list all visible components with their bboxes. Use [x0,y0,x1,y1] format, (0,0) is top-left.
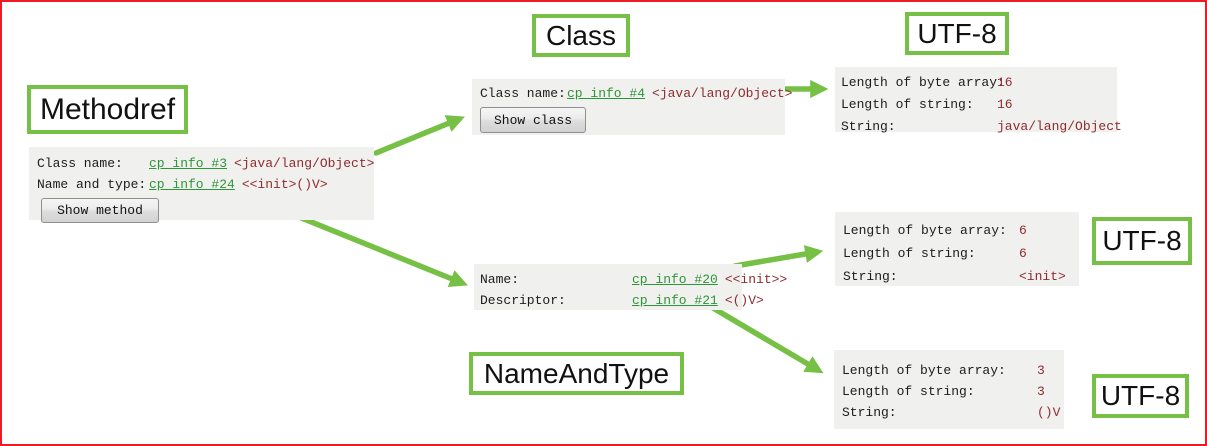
field-value: 6 [1019,223,1027,238]
string-row: String: <init> [843,265,1071,288]
string-length-row: Length of string: 16 [841,94,1109,116]
arrow-methodref-to-class [373,115,465,156]
field-value: 16 [997,97,1013,112]
cp-info-link-4[interactable]: cp_info #4 [567,86,646,101]
byte-array-length-row: Length of byte array:16 [841,72,1109,94]
methodref-name-and-type-row: Name and type:cp_info #24 <<init>()V> [37,174,366,195]
byte-array-length-row: Length of byte array: 3 [842,360,1056,381]
field-label: String: [842,405,897,420]
field-value: <init> [1019,269,1066,284]
string-length-row: Length of string: 3 [842,381,1056,402]
field-label: String: [841,119,896,134]
field-label: Length of byte array: [841,75,1005,90]
field-label: Length of string: [843,246,976,261]
utf8-mid-panel: Length of byte array: 6 Length of string:… [835,212,1079,286]
label-utf8-mid: UTF-8 [1092,217,1192,265]
field-label: Class name: [480,86,566,101]
utf8-top-panel: Length of byte array:16 Length of string… [835,67,1122,134]
field-value: 6 [1019,246,1027,261]
label-nameandtype: NameAndType [469,352,684,395]
field-value: <<init>> [724,272,788,287]
field-label: Name and type: [37,177,147,192]
field-label: Length of byte array: [843,223,1007,238]
label-utf8-top: UTF-8 [905,12,1009,55]
field-label: String: [843,269,898,284]
field-value: java/lang/Object [997,119,1122,134]
field-value: <<init>()V> [241,177,328,192]
field-value: 3 [1037,384,1045,399]
string-length-row: Length of string: 6 [843,242,1071,265]
name-row: Name: cp_info #20 <<init>> [480,269,787,290]
methodref-panel: Class name:cp_info #3<java/lang/Object> … [29,147,374,223]
field-value: <java/lang/Object> [652,86,793,101]
label-utf8-bottom: UTF-8 [1092,374,1189,418]
methodref-class-name-row: Class name: cp_info #3 <java/lang/Object> [37,153,374,174]
show-class-button[interactable]: Show class [480,107,586,133]
label-methodref: Methodref [27,85,188,134]
field-value: <java/lang/Object> [234,156,375,171]
field-value: ()V [1037,405,1061,420]
arrow-name-to-utf8-mid [732,245,824,269]
class-panel: Class name:cp_info #4<java/lang/Object> … [472,79,792,135]
field-label: Descriptor: [480,293,566,308]
cp-info-link-21[interactable]: cp_info #21 [632,293,718,308]
show-method-button[interactable]: Show method [41,198,159,223]
descriptor-row: Descriptor: cp_info #21 <()V> [480,290,764,311]
field-value: 3 [1037,363,1045,378]
field-label: Length of string: [842,384,975,399]
utf8-bottom-panel: Length of byte array: 3 Length of string:… [834,350,1064,429]
cp-info-link-3[interactable]: cp_info #3 [149,156,228,171]
field-label: Name: [480,272,520,287]
byte-array-length-row: Length of byte array: 6 [843,219,1071,242]
arrow-descriptor-to-utf8-bottom [705,302,824,374]
cp-info-link-20[interactable]: cp_info #20 [632,272,718,287]
field-value: <()V> [724,293,764,308]
field-label: Length of string: [841,97,974,112]
nameandtype-panel: Name: cp_info #20 <<init>> Descriptor: cp_i… [474,264,787,311]
string-row: String: java/lang/Object [841,116,1122,138]
field-label: Length of byte array: [842,363,1006,378]
string-row: String: ()V [842,402,1060,423]
cp-info-link-24[interactable]: cp_info #24 [149,177,235,192]
label-class: Class [532,14,630,57]
field-label: Class name: [37,156,123,171]
field-value: 16 [997,75,1013,90]
class-name-row: Class name:cp_info #4 <java/lang/Object> [480,84,792,104]
